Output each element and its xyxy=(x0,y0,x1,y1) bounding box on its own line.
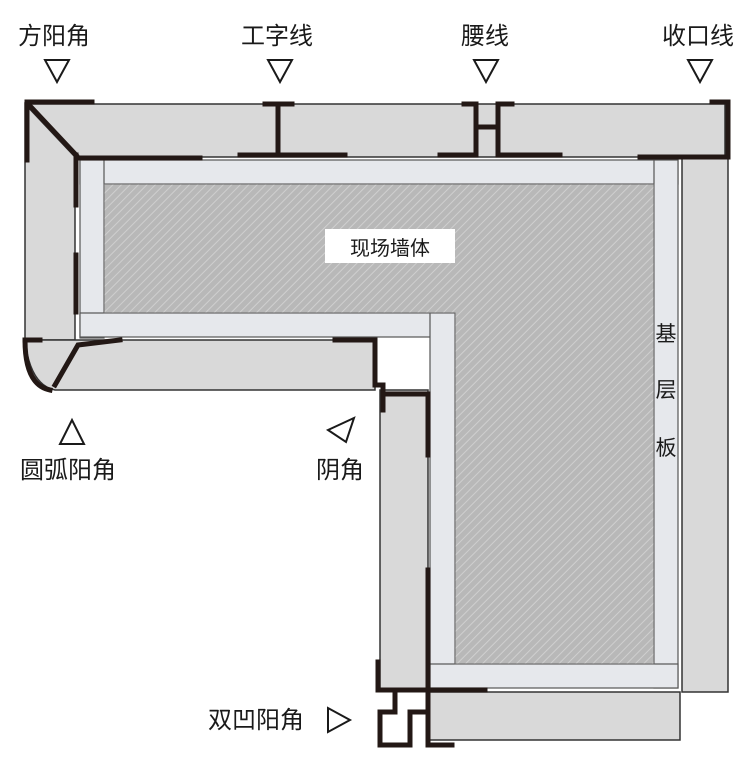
up-triangle-icon xyxy=(58,417,86,445)
base-board-label-char-2: 层 xyxy=(655,378,677,402)
site-wall-label: 现场墙体 xyxy=(325,229,455,263)
base-board-label-char-3: 板 xyxy=(655,436,677,460)
right-cladding-panel xyxy=(681,156,729,693)
closing-line-label: 收口线 xyxy=(662,22,734,50)
profile-lines xyxy=(22,99,731,748)
waist-line-label: 腰线 xyxy=(461,22,509,50)
inner-corner-label: 阴角 xyxy=(316,456,364,484)
base-board-top xyxy=(79,159,679,185)
i-line-profile xyxy=(237,101,348,158)
bottom-cladding-panel xyxy=(427,691,681,741)
base-board-bottom xyxy=(429,663,679,689)
arrow-markers xyxy=(43,59,714,734)
base-board-middle xyxy=(79,312,456,338)
base-board-label-char-1: 基 xyxy=(655,322,677,346)
round-corner-label: 圆弧阳角 xyxy=(20,456,116,484)
down-triangle-icon xyxy=(43,59,71,85)
base-board-left xyxy=(79,159,105,339)
down-triangle-icon xyxy=(266,59,294,85)
waist-line-profile xyxy=(437,101,563,158)
right-triangle-icon xyxy=(327,706,353,734)
square-corner-label: 方阳角 xyxy=(18,22,90,50)
base-board-right xyxy=(653,159,679,689)
square-corner-profile xyxy=(24,99,95,208)
base-board-inner xyxy=(429,312,456,689)
base-layer-boards xyxy=(79,159,679,689)
down-triangle-icon xyxy=(686,59,714,85)
inner-vertical-cladding-panel xyxy=(379,389,429,691)
closing-line-profile xyxy=(637,99,731,160)
inner-corner-profile xyxy=(332,337,431,458)
site-wall xyxy=(103,183,655,665)
i-line-label: 工字线 xyxy=(241,22,313,50)
top-cladding-panel xyxy=(28,103,726,158)
double-concave-corner-label: 双凹阳角 xyxy=(208,706,304,734)
left-triangle-icon xyxy=(325,416,356,444)
cladding-panels xyxy=(24,102,729,741)
round-corner-profile xyxy=(22,337,123,393)
down-triangle-icon xyxy=(472,59,500,85)
